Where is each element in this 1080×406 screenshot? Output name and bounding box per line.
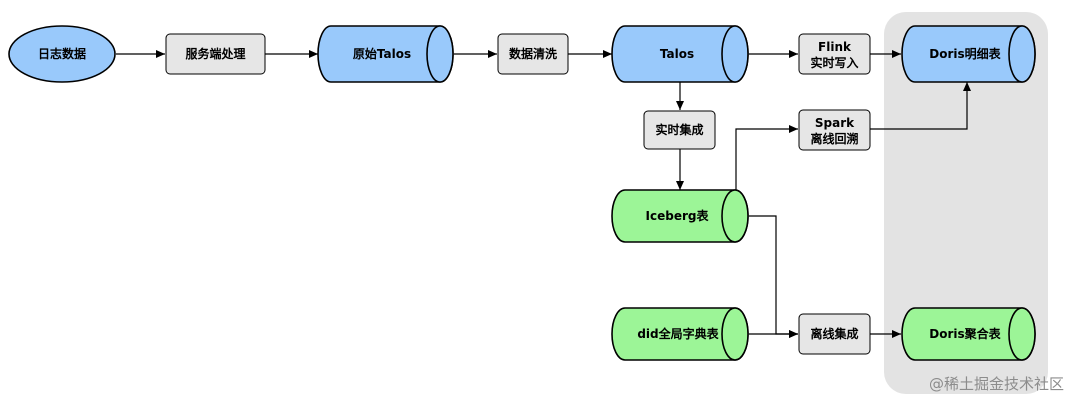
node-raw-talos-label: 原始Talos	[353, 46, 411, 61]
node-talos: Talos	[611, 25, 749, 83]
node-log-data-label: 日志数据	[38, 46, 86, 61]
node-raw-talos: 原始Talos	[317, 25, 454, 83]
node-spark-backfill-line2: 离线回溯	[810, 131, 858, 146]
node-flink-write-line2: 实时写入	[810, 55, 858, 70]
node-doris-agg: Doris聚合表	[901, 307, 1036, 361]
node-data-clean-label: 数据清洗	[509, 46, 557, 61]
node-realtime-integrate: 实时集成	[643, 110, 716, 150]
node-doris-agg-label: Doris聚合表	[929, 326, 1001, 341]
node-did-dict-table-label: did全局字典表	[637, 326, 719, 341]
connectors	[116, 50, 971, 338]
node-did-dict-table: did全局字典表	[611, 307, 749, 361]
node-offline-integrate-label: 离线集成	[810, 326, 858, 341]
node-flink-write-line1: Flink	[818, 40, 852, 54]
doris-group-background	[884, 12, 1048, 394]
node-iceberg-table: Iceberg表	[611, 189, 749, 243]
node-spark-backfill-line1: Spark	[815, 116, 855, 130]
node-talos-label: Talos	[660, 47, 694, 61]
node-realtime-integrate-label: 实时集成	[655, 122, 703, 137]
node-flink-write: Flink 实时写入	[798, 33, 871, 75]
node-data-clean: 数据清洗	[497, 33, 569, 75]
node-server-process: 服务端处理	[165, 33, 266, 75]
node-spark-backfill: Spark 离线回溯	[798, 109, 871, 151]
node-log-data: 日志数据	[8, 25, 116, 83]
edge-iceberg-to-spark	[735, 125, 798, 190]
node-iceberg-table-label: Iceberg表	[646, 208, 710, 223]
node-offline-integrate: 离线集成	[798, 313, 871, 355]
node-server-process-label: 服务端处理	[185, 46, 245, 61]
node-doris-detail: Doris明细表	[901, 25, 1036, 83]
edge-spark-to-doris-detail	[870, 82, 971, 130]
watermark-text: @稀土掘金技术社区	[929, 375, 1064, 393]
edge-iceberg-to-offline	[749, 215, 798, 338]
node-doris-detail-label: Doris明细表	[929, 46, 1001, 61]
